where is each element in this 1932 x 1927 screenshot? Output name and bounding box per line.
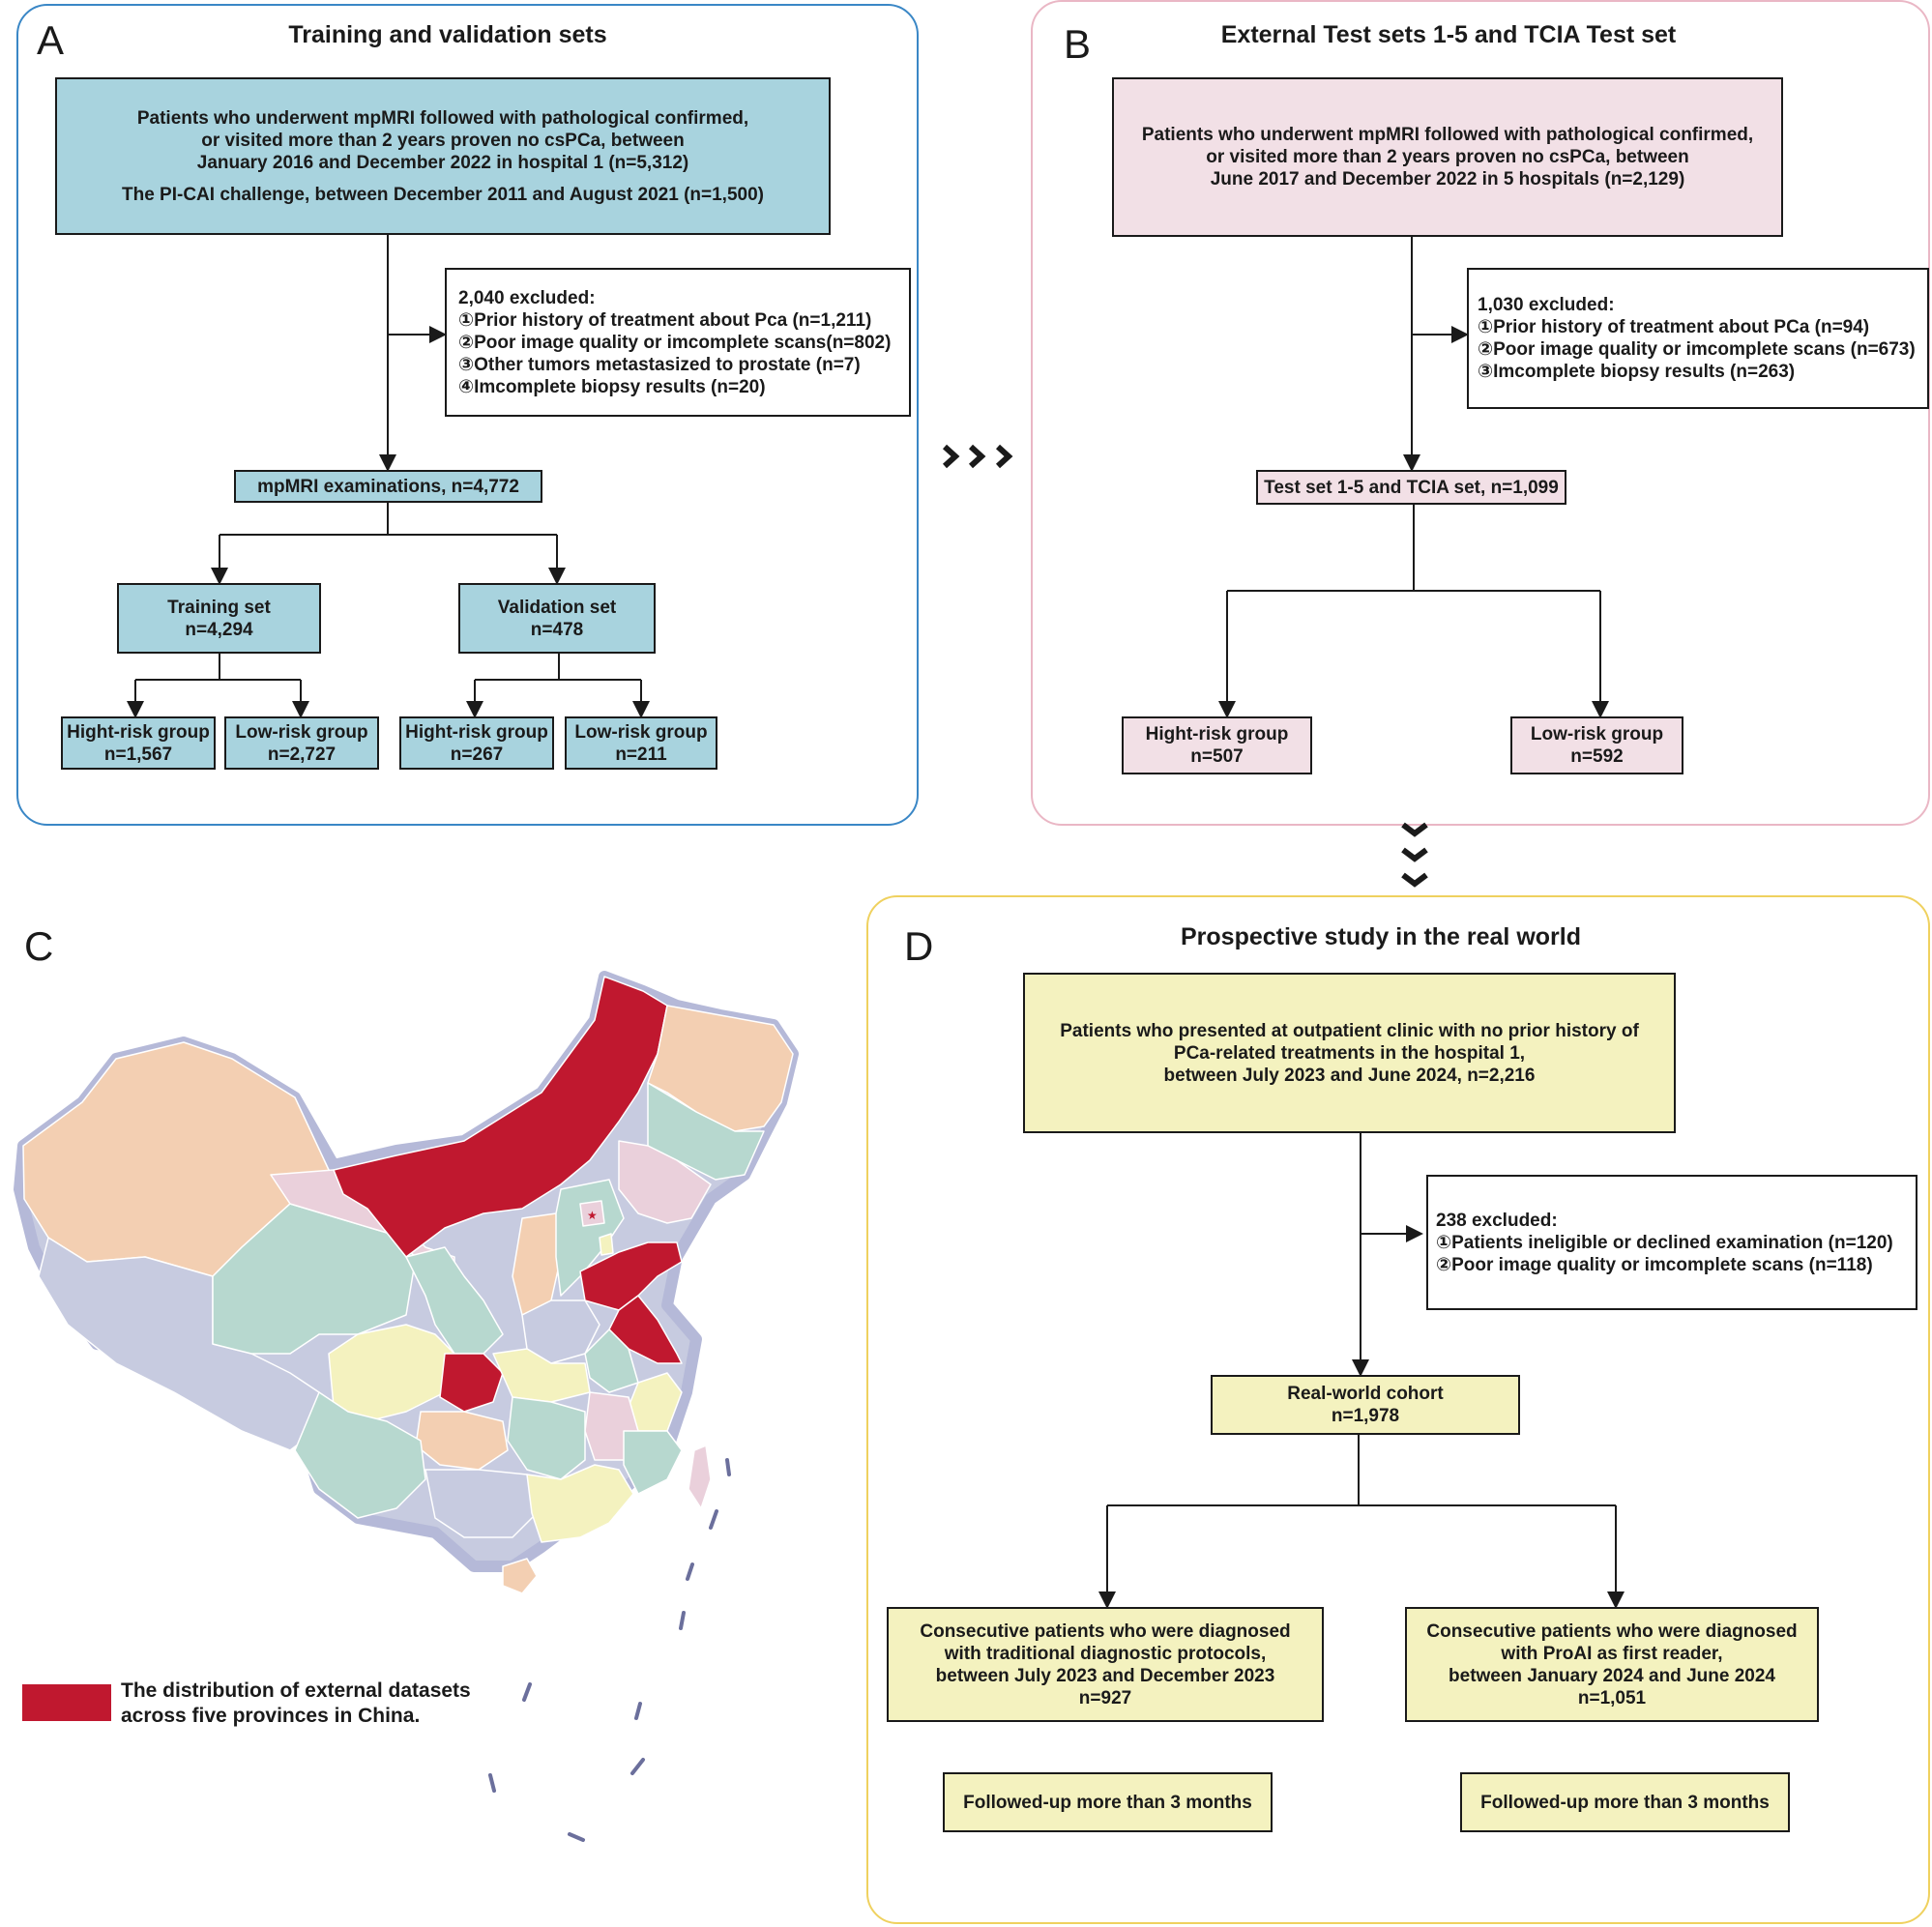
box-line: Consecutive patients who were diagnosed — [1426, 1620, 1798, 1642]
external-source-box: Patients who underwent mpMRI followed wi… — [1112, 77, 1783, 237]
legend-line: The distribution of external datasets — [121, 1679, 471, 1702]
validation-low-risk-box: Low-risk group n=211 — [565, 716, 717, 770]
excluded-line: ③Imcomplete biopsy results (n=263) — [1478, 362, 1796, 382]
training-excluded-box: 2,040 excluded: ①Prior history of treatm… — [445, 268, 911, 417]
prospective-excluded-box: 238 excluded: ①Patients ineligible or de… — [1426, 1175, 1917, 1310]
box-count: n=478 — [530, 619, 584, 640]
box-count: n=211 — [615, 744, 667, 765]
external-low-risk-box: Low-risk group n=592 — [1510, 716, 1683, 774]
traditional-protocol-box: Consecutive patients who were diagnosed … — [887, 1607, 1324, 1722]
panel-d-frame — [866, 895, 1930, 1924]
panel-letter-b: B — [1064, 21, 1092, 67]
box-count: n=507 — [1190, 746, 1244, 767]
box-count: n=2,727 — [267, 744, 337, 765]
map-legend: The distribution of external datasets ac… — [121, 1679, 471, 1729]
svg-text:★: ★ — [587, 1209, 598, 1222]
panel-letter-d: D — [904, 923, 934, 969]
legend-swatch — [22, 1684, 111, 1721]
source-line: or visited more than 2 years proven no c… — [1206, 147, 1689, 167]
mpmri-label: mpMRI examinations, n=4,772 — [257, 476, 519, 497]
panel-a-frame — [16, 4, 919, 826]
mpmri-box: mpMRI examinations, n=4,772 — [234, 470, 542, 503]
excluded-line: 238 excluded: — [1436, 1210, 1558, 1231]
box-count: n=1,051 — [1577, 1687, 1647, 1708]
follow-up-label: Followed-up more than 3 months — [963, 1792, 1252, 1813]
source-line: The PI-CAI challenge, between December 2… — [121, 184, 764, 205]
training-low-risk-box: Low-risk group n=2,727 — [224, 716, 379, 770]
panel-b-frame — [1031, 0, 1930, 826]
excluded-line: ④Imcomplete biopsy results (n=20) — [458, 376, 766, 397]
real-world-cohort-box: Real-world cohort n=1,978 — [1211, 1375, 1520, 1435]
follow-up-right-box: Followed-up more than 3 months — [1460, 1772, 1790, 1832]
china-map: ★ — [14, 971, 799, 1842]
box-line: between July 2023 and December 2023 — [935, 1665, 1275, 1686]
source-line: between July 2023 and June 2024, n=2,216 — [1163, 1065, 1536, 1086]
box-count: n=927 — [1078, 1687, 1132, 1708]
test-set-box: Test set 1-5 and TCIA set, n=1,099 — [1256, 470, 1566, 505]
box-count: n=267 — [450, 744, 504, 765]
box-line: with traditional diagnostic protocols, — [944, 1643, 1267, 1664]
chevron-down-icon — [1401, 822, 1428, 888]
source-line: January 2016 and December 2022 in hospit… — [196, 152, 689, 173]
source-line: Patients who underwent mpMRI followed wi… — [1141, 125, 1754, 145]
box-label: Real-world cohort — [1287, 1384, 1444, 1404]
excluded-line: 1,030 excluded: — [1478, 295, 1615, 315]
box-line: Consecutive patients who were diagnosed — [920, 1620, 1291, 1642]
prospective-source-box: Patients who presented at outpatient cli… — [1023, 973, 1676, 1133]
box-line: with ProAI as first reader, — [1501, 1643, 1723, 1664]
box-label: Validation set — [497, 597, 617, 618]
panel-letter-c: C — [24, 923, 54, 969]
excluded-line: ②Poor image quality or imcomplete scans … — [1436, 1254, 1873, 1275]
box-label: Hight-risk group — [1145, 724, 1289, 745]
proai-reader-box: Consecutive patients who were diagnosed … — [1405, 1607, 1819, 1722]
box-label: Training set — [167, 597, 271, 618]
excluded-line: 2,040 excluded: — [458, 287, 596, 308]
box-label: Low-risk group — [1530, 724, 1664, 745]
training-source-box: Patients who underwent mpMRI followed wi… — [55, 77, 831, 235]
legend-line: across five provinces in China. — [121, 1705, 421, 1727]
external-high-risk-box: Hight-risk group n=507 — [1122, 716, 1312, 774]
box-label: Hight-risk group — [405, 721, 548, 743]
external-excluded-box: 1,030 excluded: ①Prior history of treatm… — [1467, 268, 1929, 409]
source-line: June 2017 and December 2022 in 5 hospita… — [1210, 169, 1685, 190]
follow-up-label: Followed-up more than 3 months — [1480, 1792, 1770, 1813]
source-line: PCa-related treatments in the hospital 1… — [1173, 1042, 1526, 1064]
validation-high-risk-box: Hight-risk group n=267 — [399, 716, 554, 770]
excluded-line: ①Patients ineligible or declined examina… — [1436, 1232, 1893, 1253]
validation-set-box: Validation set n=478 — [458, 583, 656, 654]
box-count: n=592 — [1570, 746, 1624, 767]
excluded-line: ②Poor image quality or imcomplete scans … — [1478, 339, 1916, 360]
training-high-risk-box: Hight-risk group n=1,567 — [61, 716, 216, 770]
box-count: n=1,567 — [103, 744, 173, 765]
source-line: Patients who underwent mpMRI followed wi… — [136, 107, 749, 129]
excluded-line: ①Prior history of treatment about PCa (n… — [1478, 317, 1870, 337]
box-line: between January 2024 and June 2024 — [1449, 1665, 1775, 1686]
box-count: n=4,294 — [185, 619, 253, 640]
panel-a-title: Training and validation sets — [288, 21, 607, 48]
test-set-label: Test set 1-5 and TCIA set, n=1,099 — [1264, 477, 1559, 498]
excluded-line: ①Prior history of treatment about Pca (n… — [458, 309, 872, 331]
excluded-line: ②Poor image quality or imcomplete scans(… — [458, 332, 892, 353]
box-count: n=1,978 — [1331, 1406, 1400, 1426]
box-label: Low-risk group — [235, 721, 368, 743]
source-line: or visited more than 2 years proven no c… — [201, 130, 685, 151]
panel-d-title: Prospective study in the real world — [1180, 923, 1581, 950]
panel-b-title: External Test sets 1-5 and TCIA Test set — [1220, 21, 1677, 48]
excluded-line: ③Other tumors metastasized to prostate (… — [458, 354, 861, 375]
training-set-box: Training set n=4,294 — [117, 583, 321, 654]
box-label: Low-risk group — [574, 721, 708, 743]
source-line: Patients who presented at outpatient cli… — [1060, 1020, 1639, 1041]
chevron-right-icon — [942, 444, 1013, 469]
follow-up-left-box: Followed-up more than 3 months — [943, 1772, 1273, 1832]
box-label: Hight-risk group — [67, 721, 210, 743]
panel-letter-a: A — [37, 17, 65, 63]
